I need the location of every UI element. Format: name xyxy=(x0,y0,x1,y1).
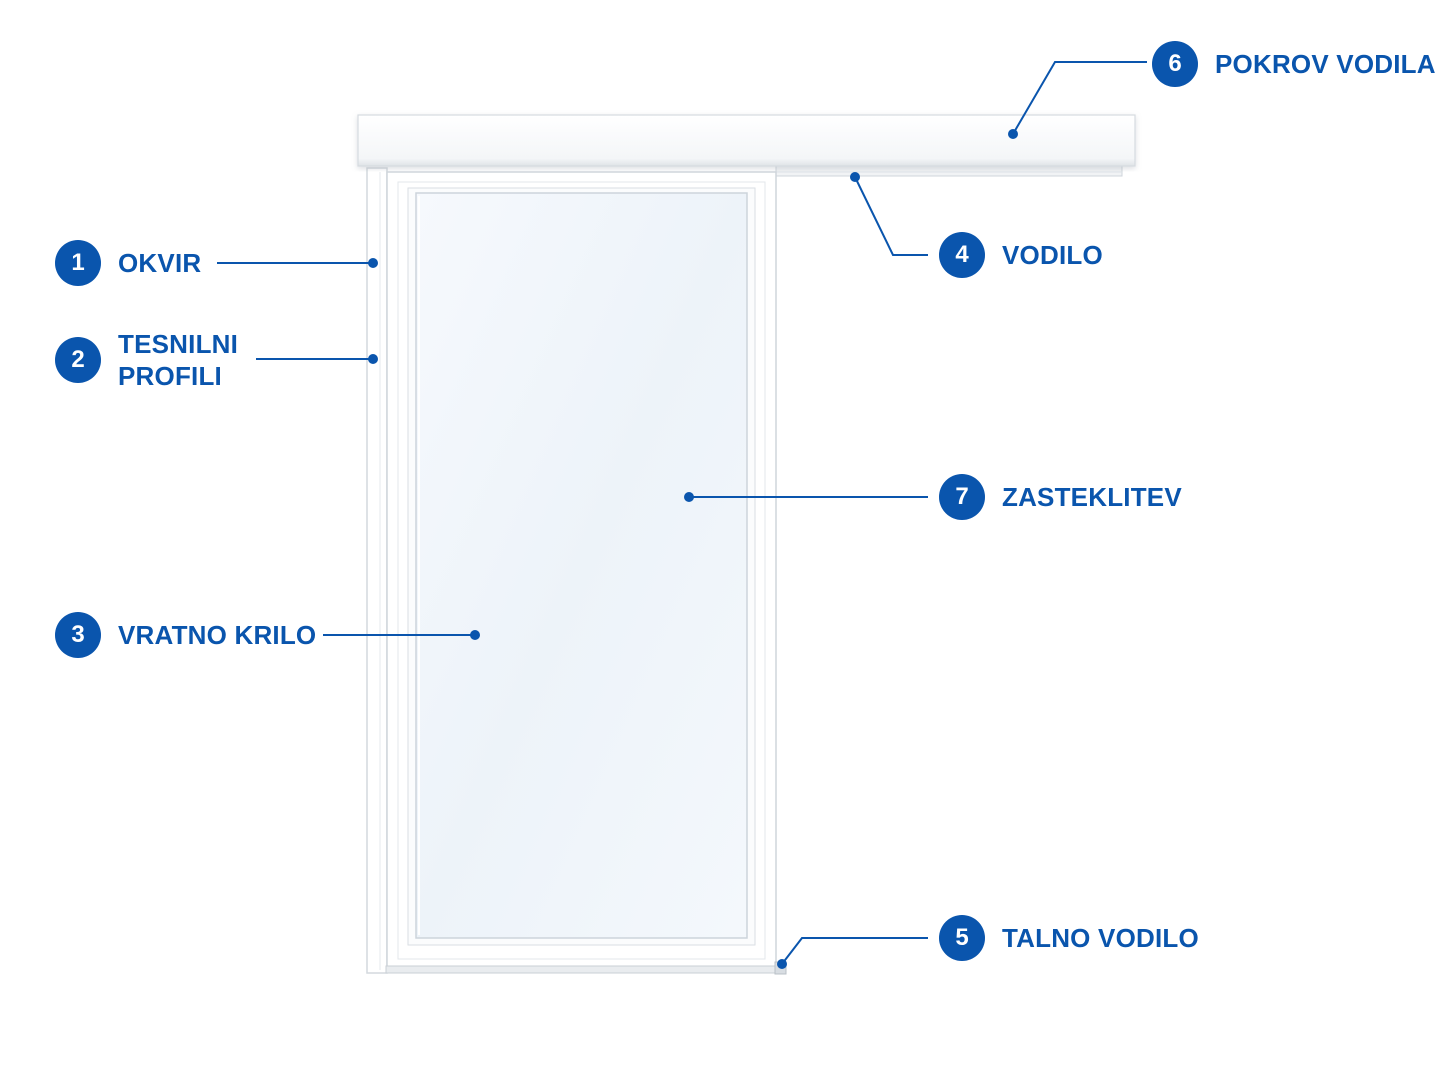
leader-line-talno-vodilo xyxy=(781,937,928,965)
leader-lines xyxy=(217,61,1147,965)
callout-tesnilni-profili: 2 TESNILNI PROFILI xyxy=(55,328,238,392)
callout-label-line1: TESNILNI xyxy=(118,329,239,359)
leader-dot-okvir xyxy=(368,258,378,268)
number-badge: 7 xyxy=(939,474,985,520)
callout-vodilo: 4 VODILO xyxy=(939,232,1103,278)
callout-label: VRATNO KRILO xyxy=(118,620,317,650)
leader-dot-tesnilni-profili xyxy=(368,354,378,364)
number-badge: 5 xyxy=(939,915,985,961)
door-frame xyxy=(366,167,388,974)
number-badge: 4 xyxy=(939,232,985,278)
leader-dot-zasteklitev xyxy=(684,492,694,502)
callout-talno-vodilo: 5 TALNO VODILO xyxy=(939,915,1199,961)
callout-label-line2: PROFILI xyxy=(118,361,222,391)
callout-label: OKVIR xyxy=(118,248,202,278)
leader-dot-pokrov-vodila xyxy=(1008,129,1018,139)
callout-label: VODILO xyxy=(1002,240,1103,270)
guide-cover xyxy=(357,114,1136,167)
number-badge: 2 xyxy=(55,337,101,383)
callout-label: POKROV VODILA xyxy=(1215,49,1436,79)
callout-zasteklitev: 7 ZASTEKLITEV xyxy=(939,474,1182,520)
leader-dots xyxy=(368,129,1018,969)
number-badge: 6 xyxy=(1152,41,1198,87)
leader-line-vodilo xyxy=(854,176,928,256)
glazing-panel xyxy=(415,192,748,939)
leader-dot-vratno-krilo xyxy=(470,630,480,640)
track-rail xyxy=(775,163,1123,177)
callout-pokrov-vodila: 6 POKROV VODILA xyxy=(1152,41,1436,87)
leader-dot-vodilo xyxy=(850,172,860,182)
callout-label: ZASTEKLITEV xyxy=(1002,482,1182,512)
callout-label: TESNILNI PROFILI xyxy=(118,328,238,392)
number-badge: 1 xyxy=(55,240,101,286)
leader-line-pokrov-vodila xyxy=(1012,61,1147,135)
callout-vratno-krilo: 3 VRATNO KRILO xyxy=(55,612,316,658)
leader-dot-talno-vodilo xyxy=(777,959,787,969)
callout-okvir: 1 OKVIR xyxy=(55,240,201,286)
callout-label: TALNO VODILO xyxy=(1002,923,1199,953)
number-badge: 3 xyxy=(55,612,101,658)
